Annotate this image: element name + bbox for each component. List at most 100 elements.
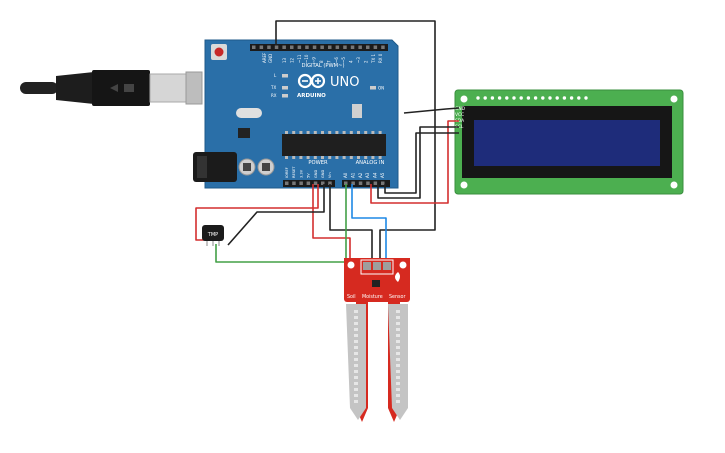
analog-label: ANALOG IN xyxy=(356,160,385,166)
lcd-screen xyxy=(474,120,660,166)
header-pin xyxy=(358,181,363,185)
digital-pin-label: ~6 xyxy=(334,57,339,63)
led-tx-label: TX xyxy=(270,85,276,90)
header-pin xyxy=(290,45,294,49)
lcd-header-hole xyxy=(512,96,516,100)
header-pin xyxy=(259,45,264,49)
header-pin xyxy=(373,181,378,185)
header-pin xyxy=(297,45,302,49)
analog-pin-label: A2 xyxy=(358,172,363,178)
usb-plug-metal xyxy=(149,73,189,103)
wire-red-lcd-vcc xyxy=(370,120,459,204)
led-rx xyxy=(282,94,288,98)
header-pin xyxy=(350,45,355,49)
wire-black-lcd-sda xyxy=(377,126,459,199)
header-pin xyxy=(292,181,296,185)
header-pin xyxy=(343,45,347,49)
header-pin xyxy=(313,181,318,185)
sensor-probe-left xyxy=(346,304,366,420)
led-l xyxy=(282,74,288,78)
arduino-brand-label: ARDUINO xyxy=(297,93,326,99)
digital-pin-label: ~9 xyxy=(312,57,317,63)
digital-pin-label: 12 xyxy=(289,57,294,63)
lcd-mount-hole xyxy=(460,181,468,189)
lcd-header-hole xyxy=(569,96,574,100)
power-pin-label: Vin xyxy=(328,172,332,178)
digital-pin-label: 4 xyxy=(349,60,354,63)
lcd-header-hole xyxy=(497,96,502,100)
tmp-body xyxy=(202,225,224,241)
power-label: POWER xyxy=(308,160,328,166)
sensor-text-soil: Soil xyxy=(347,294,356,300)
sensor-probe-right xyxy=(388,304,408,420)
header-pin xyxy=(267,45,271,49)
analog-pin-label: A1 xyxy=(350,172,355,178)
power-pin-label: 3.3V xyxy=(299,169,303,178)
power-pin-label: GND xyxy=(314,170,318,178)
header-pin xyxy=(282,45,286,49)
aref-label: AREF xyxy=(262,52,267,63)
wire-black-lcd-gnd xyxy=(403,107,460,114)
analog-pin-label: A5 xyxy=(380,172,385,178)
usb-cable-cord xyxy=(20,82,58,94)
header-pin xyxy=(335,45,340,49)
digital-pin-label: ~10 xyxy=(304,54,309,63)
sensor-mount-hole xyxy=(347,261,355,269)
usb-jack xyxy=(185,71,203,105)
usb-plug-body xyxy=(92,70,150,106)
lcd-pin-label: VCC xyxy=(455,112,464,118)
header-pin xyxy=(358,45,362,49)
gnd-label-top: GND xyxy=(268,54,273,63)
header-pin xyxy=(381,181,385,185)
wire-black-sensor-gnd xyxy=(275,20,436,258)
wire-black-tmp-gnd xyxy=(227,184,325,246)
reset-button-cap xyxy=(214,47,224,57)
wire-red-tmp-power xyxy=(195,184,319,241)
digital-pin-row xyxy=(252,45,385,49)
analog-header xyxy=(342,180,390,187)
bottom-pin-holes xyxy=(285,181,385,185)
header-pin xyxy=(366,45,370,49)
soil-moisture-sensor: Soil Moisture Sensor xyxy=(344,258,410,422)
header-pin xyxy=(252,45,256,49)
digital-pin-label: ~11 xyxy=(297,54,302,63)
lcd-header-hole xyxy=(505,96,509,100)
lcd-header-hole xyxy=(483,96,487,100)
lcd-header-hole xyxy=(584,96,588,100)
digital-pin-label: 13 xyxy=(282,57,287,63)
sensor-text-moisture: Moisture xyxy=(362,294,383,300)
header-pin xyxy=(373,45,378,49)
sensor-text-sensor: Sensor xyxy=(389,294,405,300)
wire-blue-sensor-signal xyxy=(351,184,387,262)
atmega-chip xyxy=(282,134,386,156)
lcd-header-hole xyxy=(548,96,552,100)
lcd-header-hole xyxy=(541,96,545,100)
power-pin-label: RESET xyxy=(292,166,296,178)
lcd-pin-label: SDA xyxy=(455,118,464,124)
header-pin xyxy=(381,45,385,49)
usb-cable-strain-relief xyxy=(56,72,94,104)
wire-red-5v xyxy=(312,184,351,270)
resonator xyxy=(352,104,362,118)
lcd-header-hole xyxy=(533,96,538,100)
digital-pin-label: TX 1 xyxy=(371,54,376,64)
arduino-logo-icon xyxy=(297,73,326,89)
header-pin xyxy=(312,45,317,49)
sensor-mount-hole xyxy=(399,261,407,269)
wire-green-tmp-signal xyxy=(215,184,347,263)
lcd-header-holes xyxy=(476,96,588,100)
digital-pin-label: RX 0 xyxy=(378,53,383,63)
header-pin xyxy=(328,45,332,49)
usb-cable xyxy=(20,70,203,106)
header-pin xyxy=(305,45,309,49)
led-on-label: ON xyxy=(378,86,384,91)
header-pin xyxy=(299,181,303,185)
wires xyxy=(195,20,460,270)
header-pin xyxy=(351,181,355,185)
chip-pins xyxy=(285,131,382,159)
